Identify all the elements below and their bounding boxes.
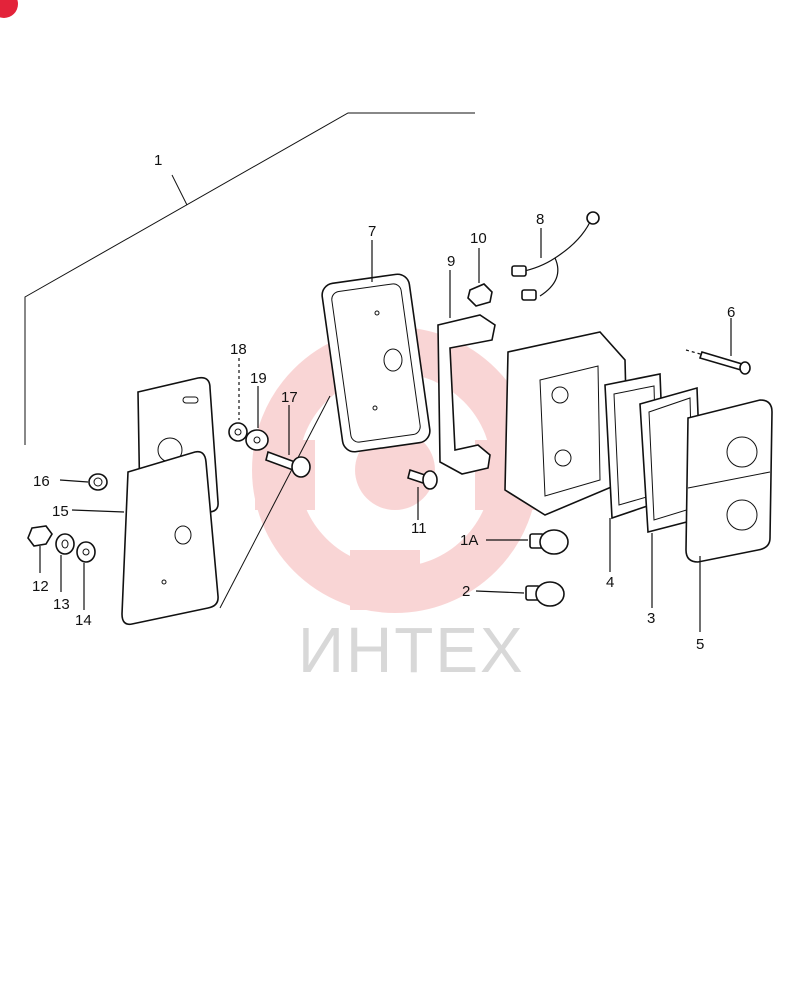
star-washer-part <box>228 422 248 442</box>
corner-badge-icon <box>0 0 18 18</box>
callout-18: 18 <box>230 341 247 358</box>
hex-nut-part <box>467 283 493 307</box>
callout-14: 14 <box>75 612 92 629</box>
callout-8: 8 <box>536 211 544 228</box>
watermark-text: ИНТЕХ <box>298 614 525 686</box>
callout-9: 9 <box>447 253 455 270</box>
flat-washer-part <box>245 429 269 451</box>
callout-7: 7 <box>368 223 376 240</box>
bulb-2 <box>525 581 565 607</box>
callout-10: 10 <box>470 230 487 247</box>
callout-4: 4 <box>606 574 614 591</box>
leader-lines <box>39 228 732 632</box>
callout-15: 15 <box>52 503 69 520</box>
callout-11: 11 <box>411 520 427 537</box>
callout-17: 17 <box>281 389 298 406</box>
callout-5: 5 <box>696 636 704 653</box>
callout-16: 16 <box>33 473 50 490</box>
gasket-frame <box>321 273 431 453</box>
mounting-bracket <box>437 314 496 475</box>
washer-part <box>55 533 75 555</box>
callout-2: 2 <box>462 583 470 600</box>
grommet-part <box>88 473 108 491</box>
nut-part <box>27 525 53 547</box>
lamp-lens <box>685 399 773 563</box>
callout-1a: 1A <box>460 532 478 549</box>
front-plate <box>121 450 219 626</box>
assembly-bracket-lines <box>24 112 475 609</box>
long-screw-part <box>685 349 751 375</box>
callout-19: 19 <box>250 370 267 387</box>
screw-part <box>265 450 311 478</box>
lock-washer-part <box>76 541 96 563</box>
bulb-1a <box>529 529 569 555</box>
callout-3: 3 <box>647 610 655 627</box>
bolt-part <box>407 468 438 490</box>
callout-12: 12 <box>32 578 49 595</box>
wire-harness-part <box>511 211 600 301</box>
callout-1: 1 <box>154 152 162 169</box>
lamp-housing <box>504 331 629 516</box>
callout-6: 6 <box>727 304 735 321</box>
callout-13: 13 <box>53 596 70 613</box>
